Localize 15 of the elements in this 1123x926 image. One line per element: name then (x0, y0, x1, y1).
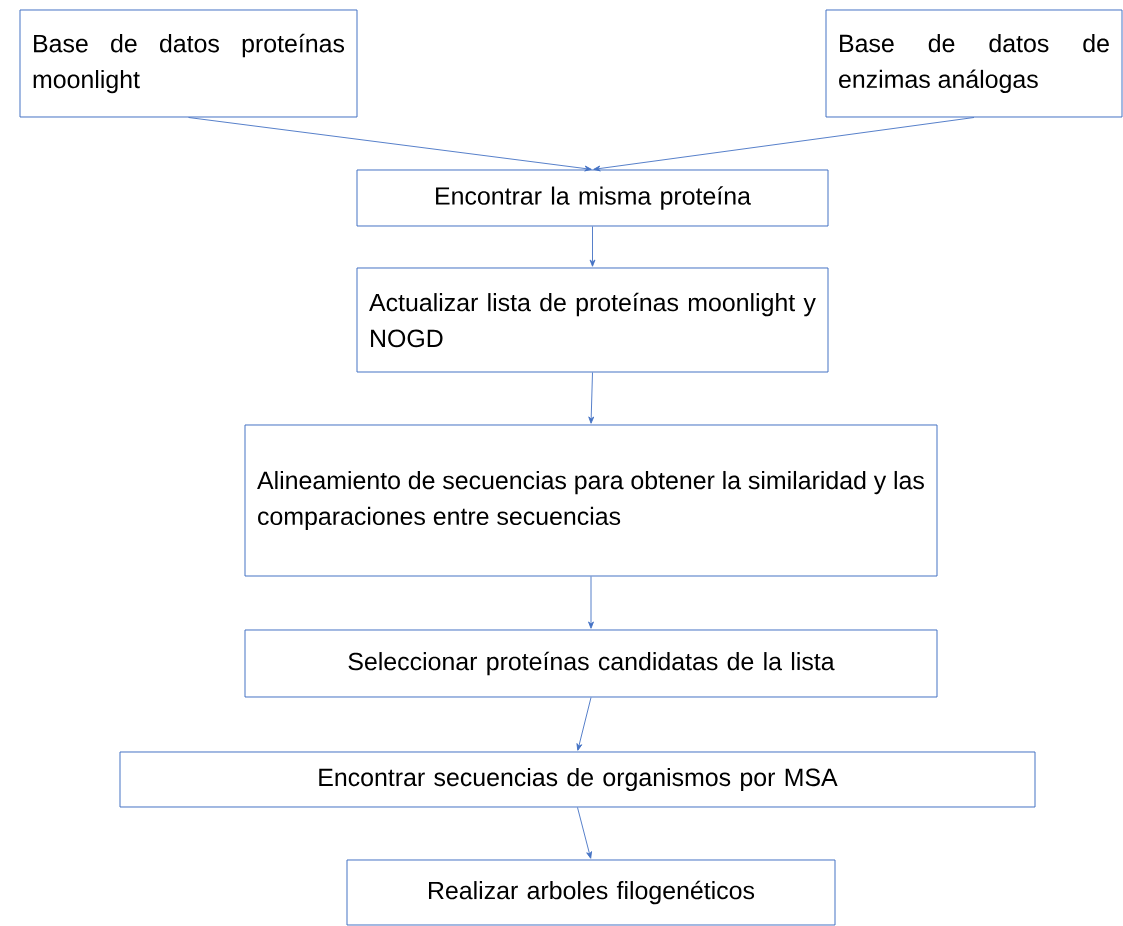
process-box: Encontrar secuencias de organismos por MSA (119, 751, 1036, 808)
process-box: Base de datos proteínas moonlight (19, 9, 358, 118)
process-box: Seleccionar proteínas candidatas de la lista (244, 629, 938, 698)
process-box: Actualizar lista de proteínas moonlight y NOGD (356, 267, 829, 373)
arrow (589, 226, 596, 267)
process-box: Base de datos de enzimas análogas (825, 9, 1123, 118)
arrow (576, 697, 592, 751)
process-box: Alineamiento de secuencias para obtener la similaridad y las comparaciones entre secuencias (244, 424, 938, 577)
arrow (188, 117, 592, 172)
process-box: Realizar arboles filogenéticos (346, 859, 836, 926)
arrow (588, 576, 594, 629)
arrow (577, 807, 592, 859)
arrow (593, 117, 975, 172)
arrow (588, 372, 595, 424)
process-box: Encontrar la misma proteína (356, 169, 829, 227)
